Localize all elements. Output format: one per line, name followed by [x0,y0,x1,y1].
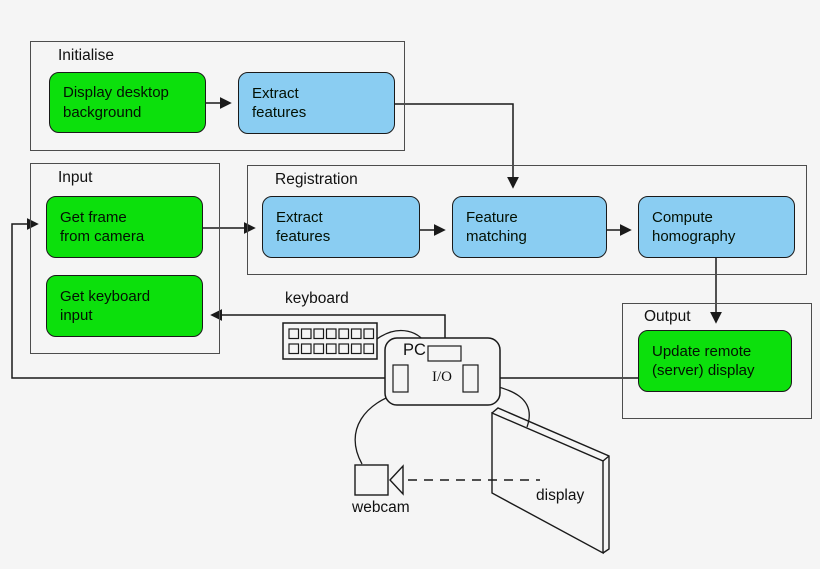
keyboard-drawing [282,322,378,360]
display-label: display [536,487,585,504]
node-get-keyboard-input: Get keyboard input [46,275,203,337]
webcam-label: webcam [352,499,410,516]
node-feature-matching: Feature matching [452,196,607,258]
node-display-desktop-background: Display desktop background [49,72,206,133]
pc-right-port [462,364,479,393]
flow-arrows [11,97,722,379]
edge-pc-getkeyboardinput [210,309,446,347]
pc-top-port [427,345,462,362]
group-registration [247,165,807,275]
group-output [622,303,812,419]
display-drawing [491,407,610,555]
node-get-frame-from-camera: Get frame from camera [46,196,203,258]
edge-pc-getframe-feedback [11,218,393,379]
group-label-input: Input [58,169,93,186]
group-input [30,163,220,354]
webcam-drawing [354,464,404,496]
node-compute-homography: Compute homography [638,196,795,258]
node-extract-features-initialise: Extract features [238,72,395,134]
pc-left-port [392,364,409,393]
io-label: I/O [432,369,452,385]
group-initialise [30,41,405,151]
group-label-output: Output [644,308,691,325]
node-update-remote-display: Update remote (server) display [638,330,792,392]
node-extract-features-registration: Extract features [262,196,420,258]
edge-initialise-featurematching [395,103,519,189]
group-label-registration: Registration [275,171,358,188]
keyboard-label: keyboard [285,290,349,307]
pc-drawing [384,337,501,406]
group-label-initialise: Initialise [58,47,114,64]
pc-label: PC [403,341,426,359]
